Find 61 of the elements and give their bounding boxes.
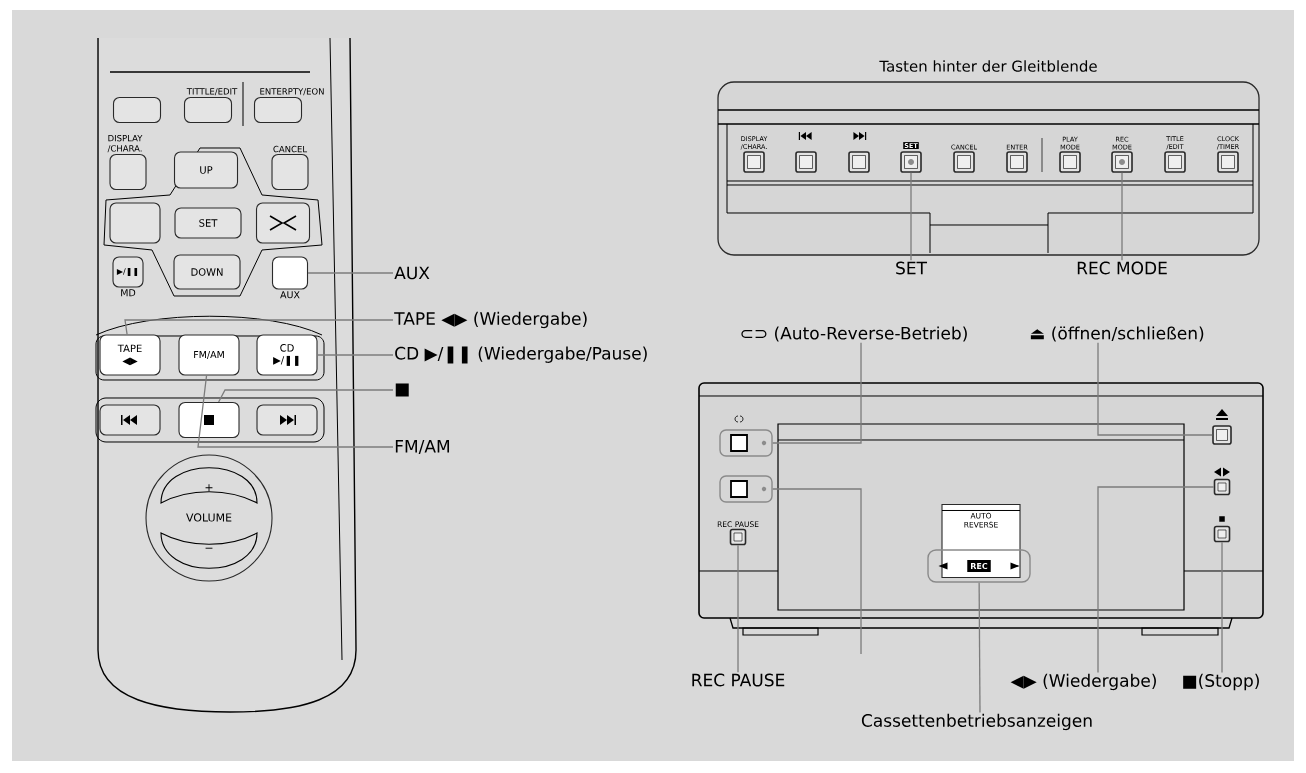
callout-text: SET bbox=[896, 261, 927, 275]
button: SET bbox=[174, 207, 242, 239]
button: ENTERPTY/EON bbox=[253, 88, 324, 124]
node-label: Tasten hinter der Gleitblende bbox=[879, 60, 1097, 72]
button bbox=[719, 429, 773, 457]
node-label: DISPLAY /CHARA. bbox=[107, 134, 143, 153]
node-label: AUX bbox=[280, 291, 300, 299]
volume-dial: + VOLUME − bbox=[145, 454, 273, 582]
button bbox=[1212, 425, 1232, 445]
button bbox=[1213, 525, 1231, 543]
leader-line bbox=[197, 374, 394, 448]
callout-text: REC MODE bbox=[1077, 261, 1167, 275]
leader-line bbox=[218, 389, 394, 403]
callout-text: ⏏ (öffnen/schließen) bbox=[1030, 326, 1204, 342]
leader-line bbox=[772, 488, 862, 655]
button: FM/AM bbox=[178, 334, 240, 376]
button bbox=[1213, 478, 1231, 496]
callout-text: ◀▶ (Wiedergabe) bbox=[1010, 673, 1156, 691]
button: UP bbox=[173, 151, 239, 189]
button bbox=[256, 404, 318, 436]
callout-text: TAPE ◀▶ (Wiedergabe) bbox=[394, 311, 587, 329]
button bbox=[109, 202, 161, 244]
button bbox=[178, 401, 240, 439]
leader-line bbox=[307, 272, 394, 274]
leader-line bbox=[316, 354, 394, 356]
indicator-strip: REC bbox=[927, 549, 1031, 583]
leader-line bbox=[124, 319, 394, 336]
callout-text: AUX bbox=[394, 266, 430, 280]
button: TAPE ◀▶ bbox=[99, 334, 161, 376]
callout-text: CD ▶/❚❚ (Wiedergabe/Pause) bbox=[395, 346, 647, 364]
node-label: CANCEL bbox=[273, 145, 308, 153]
button: ▶/❚❚ MD bbox=[112, 256, 144, 297]
leader-line bbox=[978, 582, 981, 714]
button: DISPLAY /CHARA. bbox=[107, 134, 147, 191]
node-label: MD bbox=[121, 289, 136, 297]
leader-line bbox=[910, 172, 912, 261]
callout-text: ⊂⊃ (Auto-Reverse-Betrieb) bbox=[741, 326, 967, 342]
button bbox=[99, 404, 161, 436]
leader-line bbox=[1221, 541, 1223, 674]
button: AUX bbox=[271, 256, 309, 299]
button bbox=[848, 151, 870, 173]
button bbox=[112, 96, 162, 124]
button bbox=[255, 202, 311, 244]
callout-text: ■ bbox=[395, 383, 409, 397]
button: TITTLE/EDIT bbox=[183, 88, 238, 124]
leader-line bbox=[737, 544, 739, 673]
callout-text: ■(Stopp) bbox=[1183, 673, 1259, 691]
button bbox=[719, 475, 773, 503]
callout-text: Cassettenbetriebsanzeigen bbox=[861, 713, 1092, 731]
button: CD ▶/❚❚ bbox=[256, 334, 318, 376]
node-label: ENTERPTY/EON bbox=[260, 88, 324, 96]
callout-text: FM/AM bbox=[395, 440, 449, 454]
button: CANCEL bbox=[271, 145, 309, 191]
button: DOWN bbox=[173, 254, 241, 290]
leader-line bbox=[1121, 172, 1123, 261]
leader-line bbox=[1097, 486, 1215, 674]
node-label: TITTLE/EDIT bbox=[186, 88, 238, 96]
leader-line bbox=[1097, 342, 1213, 436]
leader-line bbox=[772, 342, 862, 444]
button bbox=[795, 151, 817, 173]
callout-text: REC PAUSE bbox=[692, 673, 785, 687]
